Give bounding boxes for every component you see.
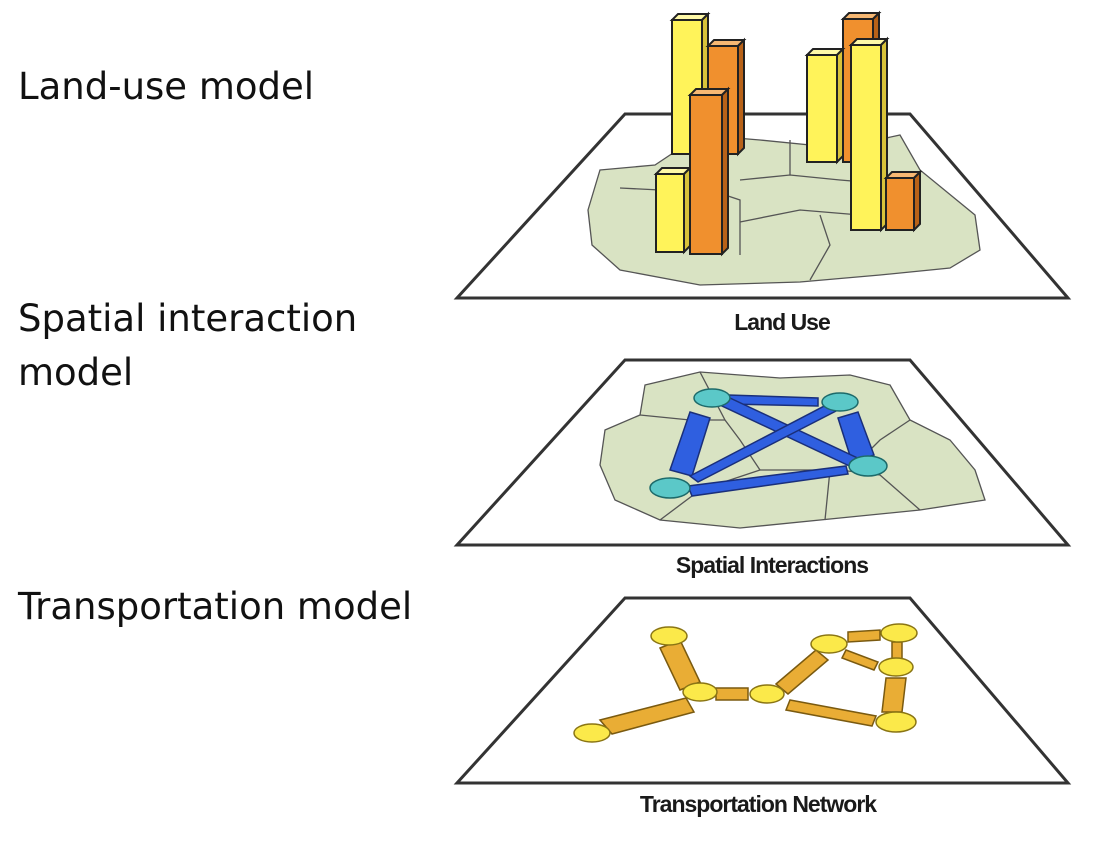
bar-orange xyxy=(687,86,731,257)
transportation-network-layer: Transportation Network xyxy=(453,596,1072,817)
land-use-model-label: Land-use model xyxy=(18,65,315,108)
network-node xyxy=(650,626,688,646)
bar-orange xyxy=(883,169,923,233)
road-segment xyxy=(840,649,880,671)
zone-boundary xyxy=(824,469,831,521)
zone-boundary xyxy=(809,214,831,281)
interaction-links xyxy=(669,394,875,497)
network-node xyxy=(880,623,918,643)
road-segment xyxy=(881,677,907,713)
road-segment xyxy=(774,649,830,695)
network-node xyxy=(682,682,718,702)
network-node xyxy=(875,711,917,733)
network-node xyxy=(810,634,848,654)
zone-boundary xyxy=(739,209,861,223)
network-node xyxy=(749,684,785,704)
interaction-nodes xyxy=(649,388,888,499)
road-segment xyxy=(715,687,749,701)
network-nodes xyxy=(573,623,918,743)
network-links xyxy=(598,629,907,735)
node xyxy=(821,392,859,412)
network-node xyxy=(878,657,914,677)
network-node xyxy=(573,723,611,743)
link xyxy=(686,465,849,497)
bar-yellow xyxy=(653,165,693,255)
spatial-interactions-caption: Spatial Interactions xyxy=(676,552,868,578)
road-segment xyxy=(784,699,878,727)
road-segment xyxy=(847,629,881,643)
node xyxy=(848,455,888,477)
bar-yellow xyxy=(848,36,890,233)
land-use-bars xyxy=(653,10,923,257)
node xyxy=(649,477,691,499)
node xyxy=(693,388,731,408)
land-use-caption: Land Use xyxy=(734,309,830,335)
transportation-network-caption: Transportation Network xyxy=(640,791,877,817)
land-use-layer: Land Use xyxy=(453,10,1072,335)
transportation-model-label: Transportation model xyxy=(18,585,413,628)
spatial-interaction-model-label: Spatial interaction model xyxy=(18,297,358,394)
bar-yellow xyxy=(804,46,846,165)
link xyxy=(837,411,875,463)
spatial-interactions-layer: Spatial Interactions xyxy=(453,358,1072,578)
